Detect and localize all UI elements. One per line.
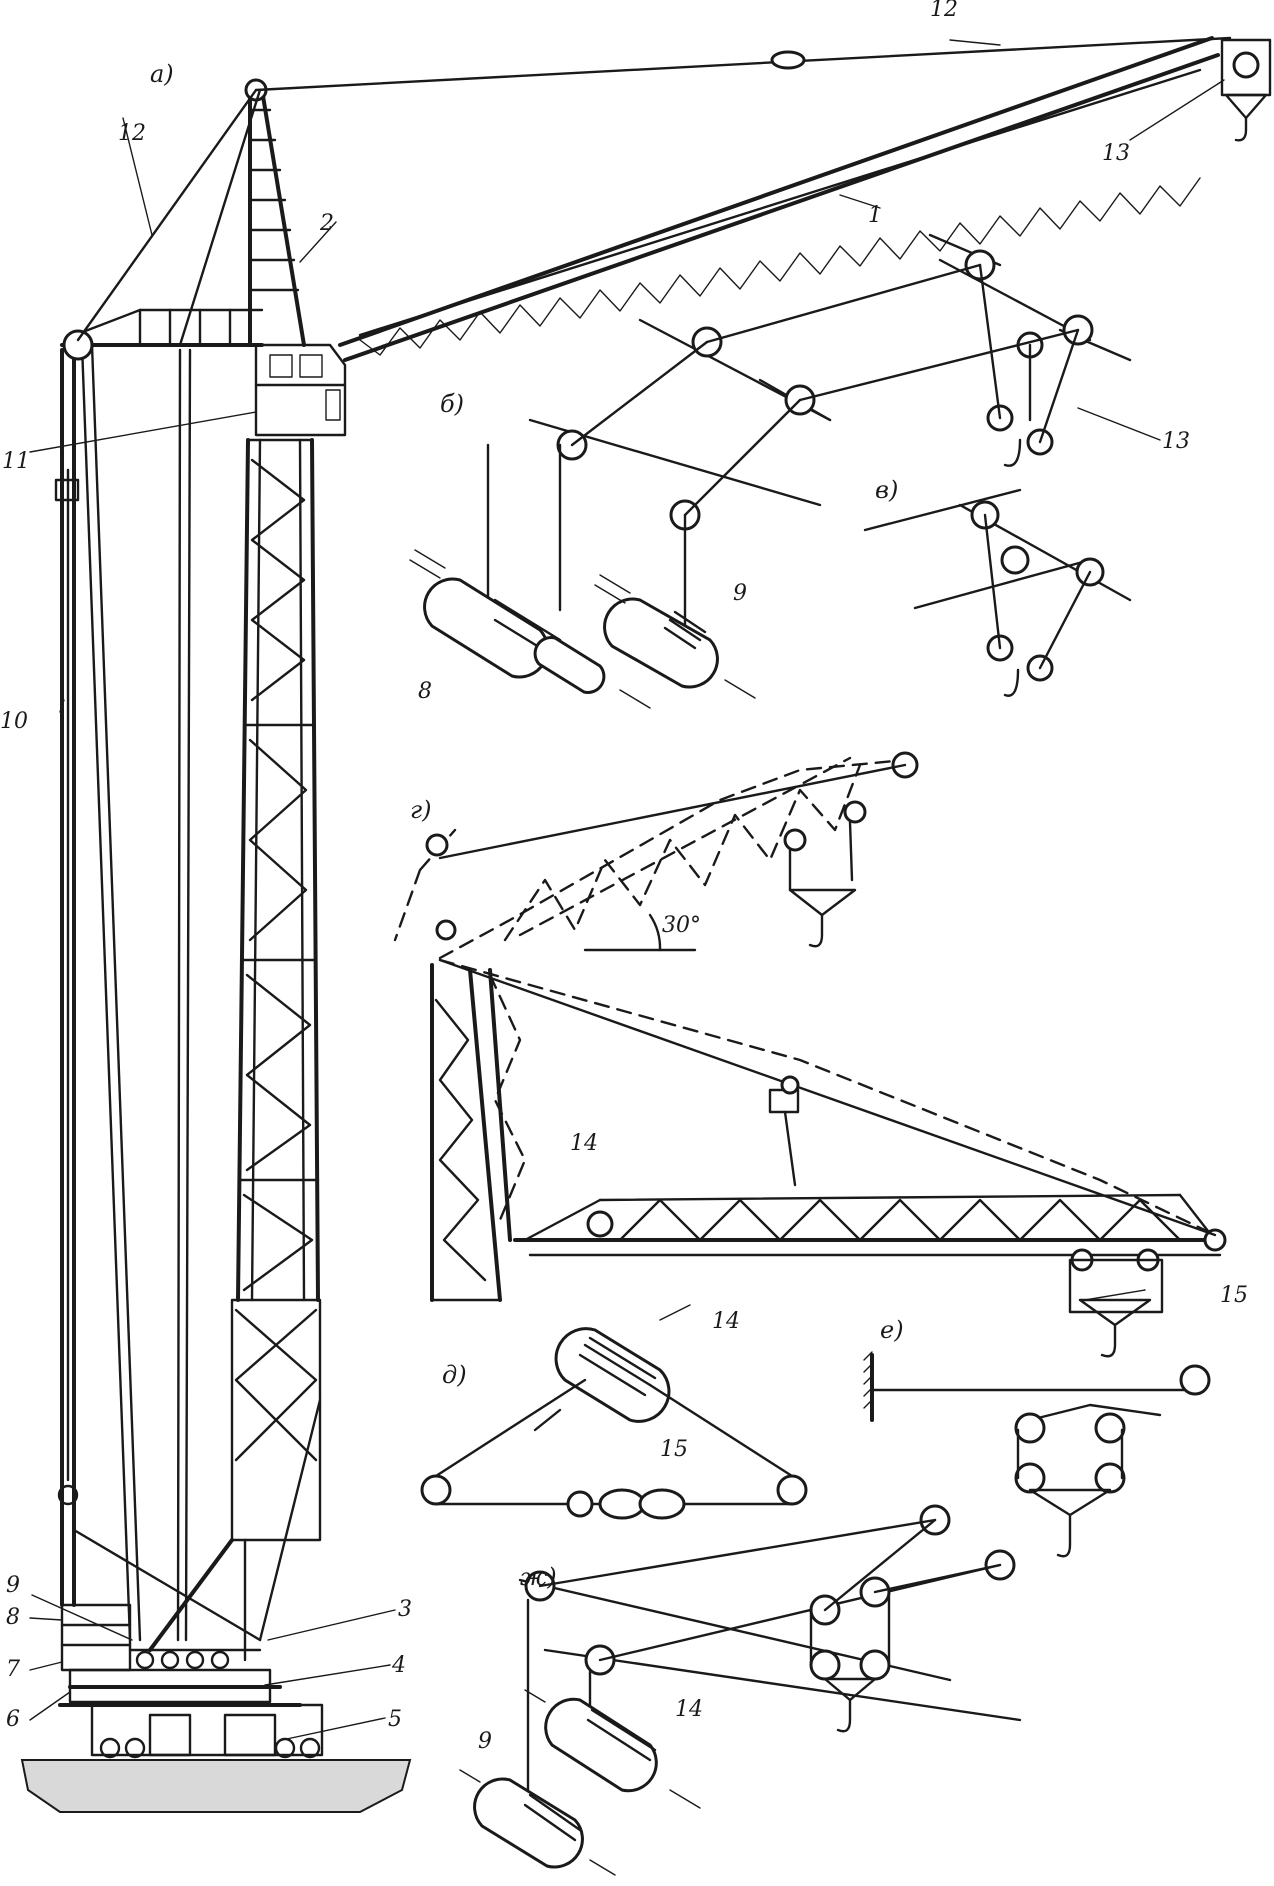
- counter-jib: [60, 308, 264, 361]
- callout-g-14: 14: [570, 1131, 598, 1156]
- callout-1: 1: [868, 203, 882, 228]
- drum-9: [594, 574, 756, 699]
- callout-g-15: 15: [1220, 1283, 1248, 1308]
- callout-10: 10: [0, 709, 28, 734]
- trolley-rope-scheme: [420, 1304, 808, 1520]
- callout-3: 3: [398, 1597, 412, 1622]
- reeving-scheme-v: [863, 488, 1132, 697]
- panel-label-zh: ж): [520, 1563, 557, 1591]
- travel-bogies: [58, 1703, 324, 1759]
- panel-label-g: г): [410, 796, 432, 824]
- ground: [20, 1759, 412, 1813]
- turntable-platform: [60, 1603, 282, 1704]
- panel-label-d: д): [442, 1361, 467, 1389]
- tie-lines: [72, 343, 262, 1642]
- reeving-scheme-zh: [459, 1504, 1022, 1876]
- callout-13-reeving: 13: [1162, 429, 1190, 454]
- callout-6: 6: [6, 1707, 20, 1732]
- callout-2: 2: [319, 211, 334, 236]
- drum-8: [409, 549, 651, 709]
- callout-zh-9: 9: [478, 1729, 492, 1754]
- angle-label: 30°: [662, 913, 701, 938]
- reeving-scheme-b: [409, 233, 1132, 709]
- labels: а) б) в) г) д) е) ж) 1 2 3 4 5 6 7 8 9 1…: [0, 0, 1248, 1754]
- callout-12-jib-stay: 12: [930, 0, 958, 22]
- tower-head: [76, 78, 306, 347]
- callout-b-8: 8: [418, 679, 432, 704]
- callout-12-back-stay: 12: [118, 121, 146, 146]
- jib: [254, 36, 1272, 362]
- tie-rod-mast: [54, 348, 80, 1607]
- callout-11: 11: [2, 449, 30, 474]
- callout-9: 9: [6, 1573, 20, 1598]
- panel-label-b: б): [440, 390, 464, 418]
- callout-13-hook: 13: [1102, 141, 1130, 166]
- callout-4: 4: [391, 1653, 406, 1678]
- leader-lines: [29, 39, 1225, 1741]
- tower-crane-drawing: [20, 36, 1272, 1813]
- callout-d-15: 15: [660, 1437, 688, 1462]
- callout-8: 8: [6, 1605, 20, 1630]
- tower-lattice: [148, 438, 322, 1662]
- panel-label-a: а): [150, 60, 174, 88]
- panel-label-e: е): [880, 1316, 904, 1344]
- trolley-scheme-e: [863, 1351, 1211, 1558]
- luffing-jib-scheme: [393, 751, 1227, 1358]
- callout-d-14: 14: [712, 1309, 740, 1334]
- callout-7: 7: [6, 1657, 20, 1682]
- callout-zh-14: 14: [675, 1697, 703, 1722]
- callout-5: 5: [388, 1707, 402, 1732]
- operator-cabin: [254, 343, 347, 437]
- panel-label-v: в): [875, 476, 898, 504]
- callout-b-9: 9: [733, 581, 747, 606]
